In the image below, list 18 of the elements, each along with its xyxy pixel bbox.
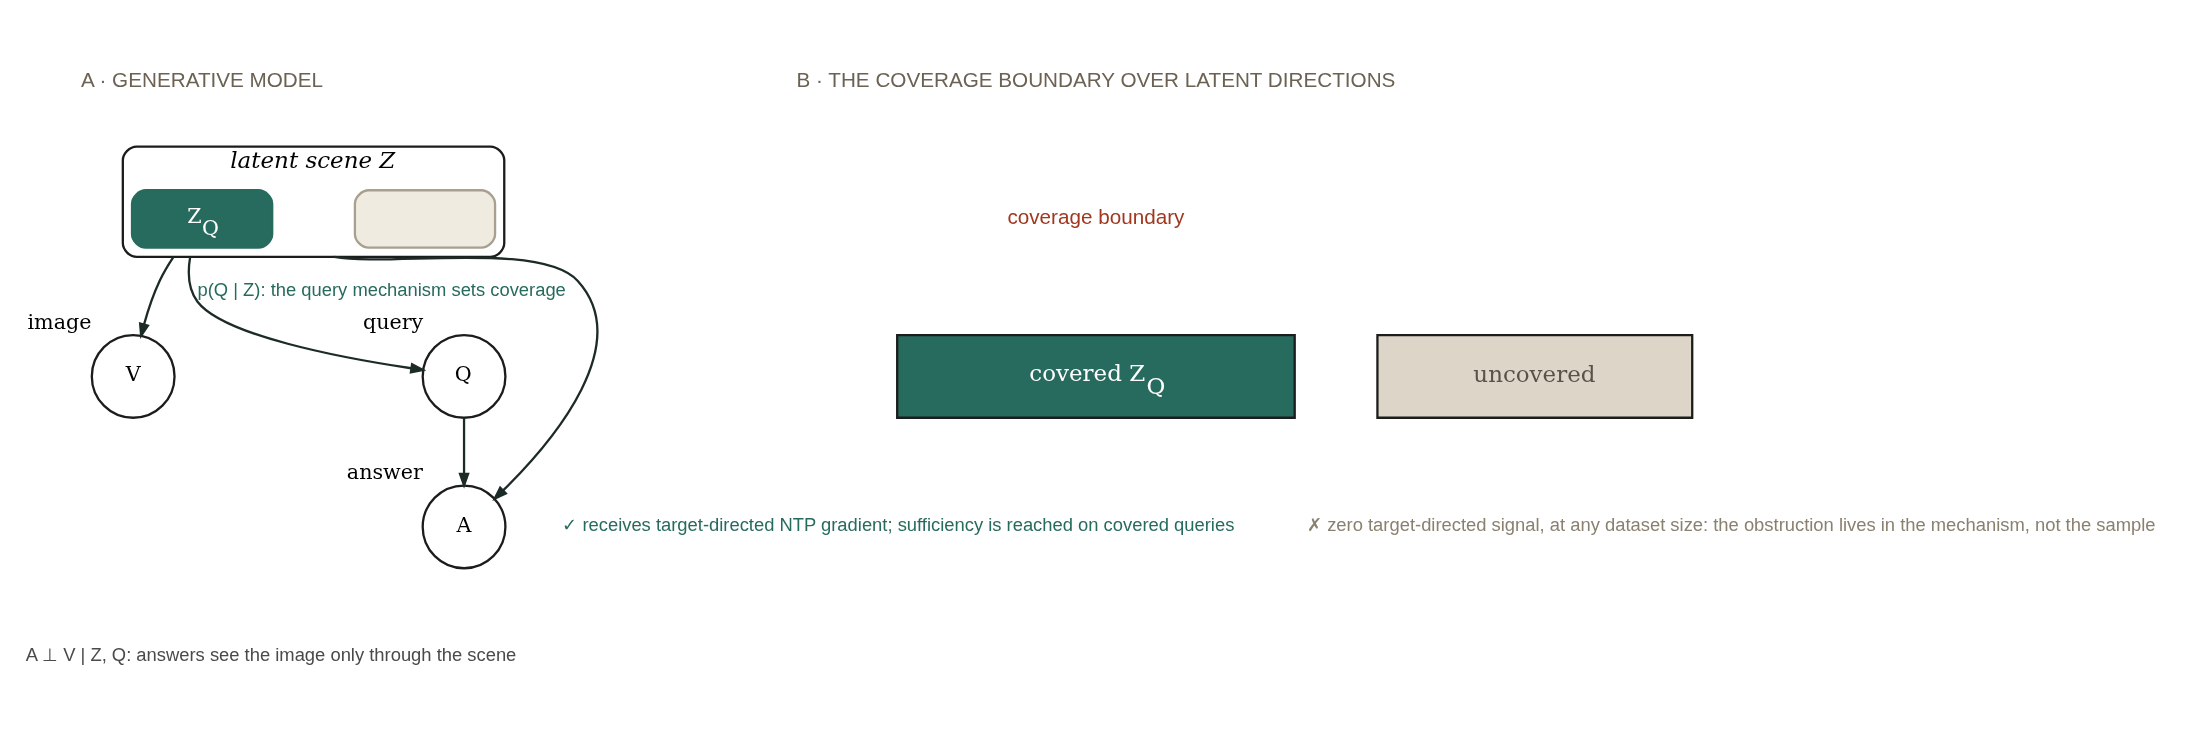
- label: A · GENERATIVE MODEL: [81, 67, 324, 91]
- node-circle: Q: [421, 333, 507, 419]
- node-box: uncovered: [1376, 333, 1694, 419]
- node-label: query: [362, 309, 424, 334]
- node-circle: V: [90, 333, 176, 419]
- arrow: [187, 256, 427, 374]
- node-label: answer: [346, 459, 423, 484]
- arrow: [334, 255, 599, 501]
- label: ✓ receives target-directed NTP gradient; sufficiency is reached on covered queries: [562, 513, 1235, 535]
- node-box: [353, 188, 497, 249]
- edge-label: p(Q | Z): the query mechanism sets coverage: [197, 278, 566, 300]
- label: coverage boundary: [1007, 204, 1185, 228]
- arrow: [458, 417, 470, 489]
- label: ✗ zero target-directed signal, at any dataset size: the obstruction lives in the mechanism, not the sample: [1307, 513, 2156, 535]
- arrow: [138, 255, 175, 339]
- label: A ⊥ V | Z, Q: answers see the image only through the scene: [25, 643, 517, 665]
- node-label: image: [27, 309, 92, 334]
- label: B · THE COVERAGE BOUNDARY OVER LATENT DIRECTIONS: [796, 67, 1396, 91]
